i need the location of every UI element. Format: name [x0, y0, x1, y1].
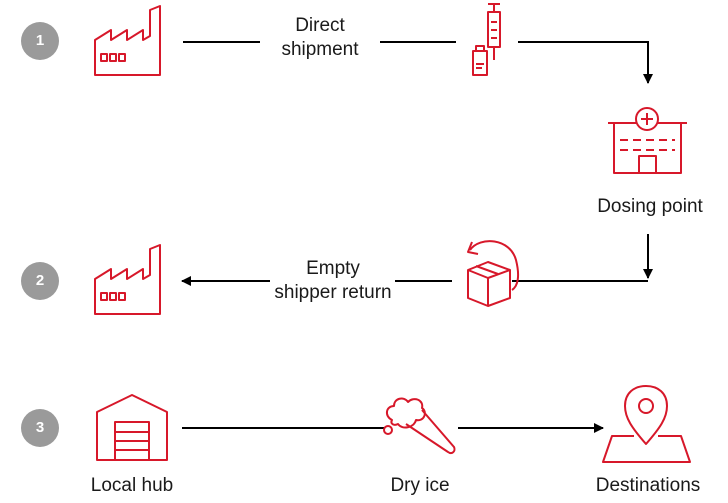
dosing-point-label: Dosing point [597, 196, 703, 217]
factory-icon [94, 244, 161, 315]
step-badge-3: 3 [21, 409, 59, 447]
box-return-icon [467, 240, 520, 307]
connector-syringe-to-dosing [518, 41, 653, 84]
direct-shipment-label-line1: Direct [295, 15, 345, 36]
dry-ice-label: Dry ice [390, 475, 450, 496]
empty-shipper-return-label-line1: Empty [306, 258, 360, 279]
location-pin-icon [602, 385, 691, 463]
syringe-vial-icon [472, 3, 501, 76]
local-hub-label: Local hub [90, 475, 174, 496]
step-badge-2: 2 [21, 262, 59, 300]
destinations-label: Destinations [595, 475, 701, 496]
empty-shipper-return-label: Empty shipper return [258, 257, 408, 305]
direct-shipment-label: Direct shipment [255, 14, 385, 62]
factory-icon [94, 5, 161, 76]
hospital-icon [608, 107, 687, 174]
dry-ice-icon [383, 397, 456, 455]
warehouse-icon [96, 394, 168, 461]
direct-shipment-label-line2: shipment [281, 39, 359, 60]
empty-shipper-return-label-line2: shipper return [274, 282, 392, 303]
step-badge-1: 1 [21, 22, 59, 60]
